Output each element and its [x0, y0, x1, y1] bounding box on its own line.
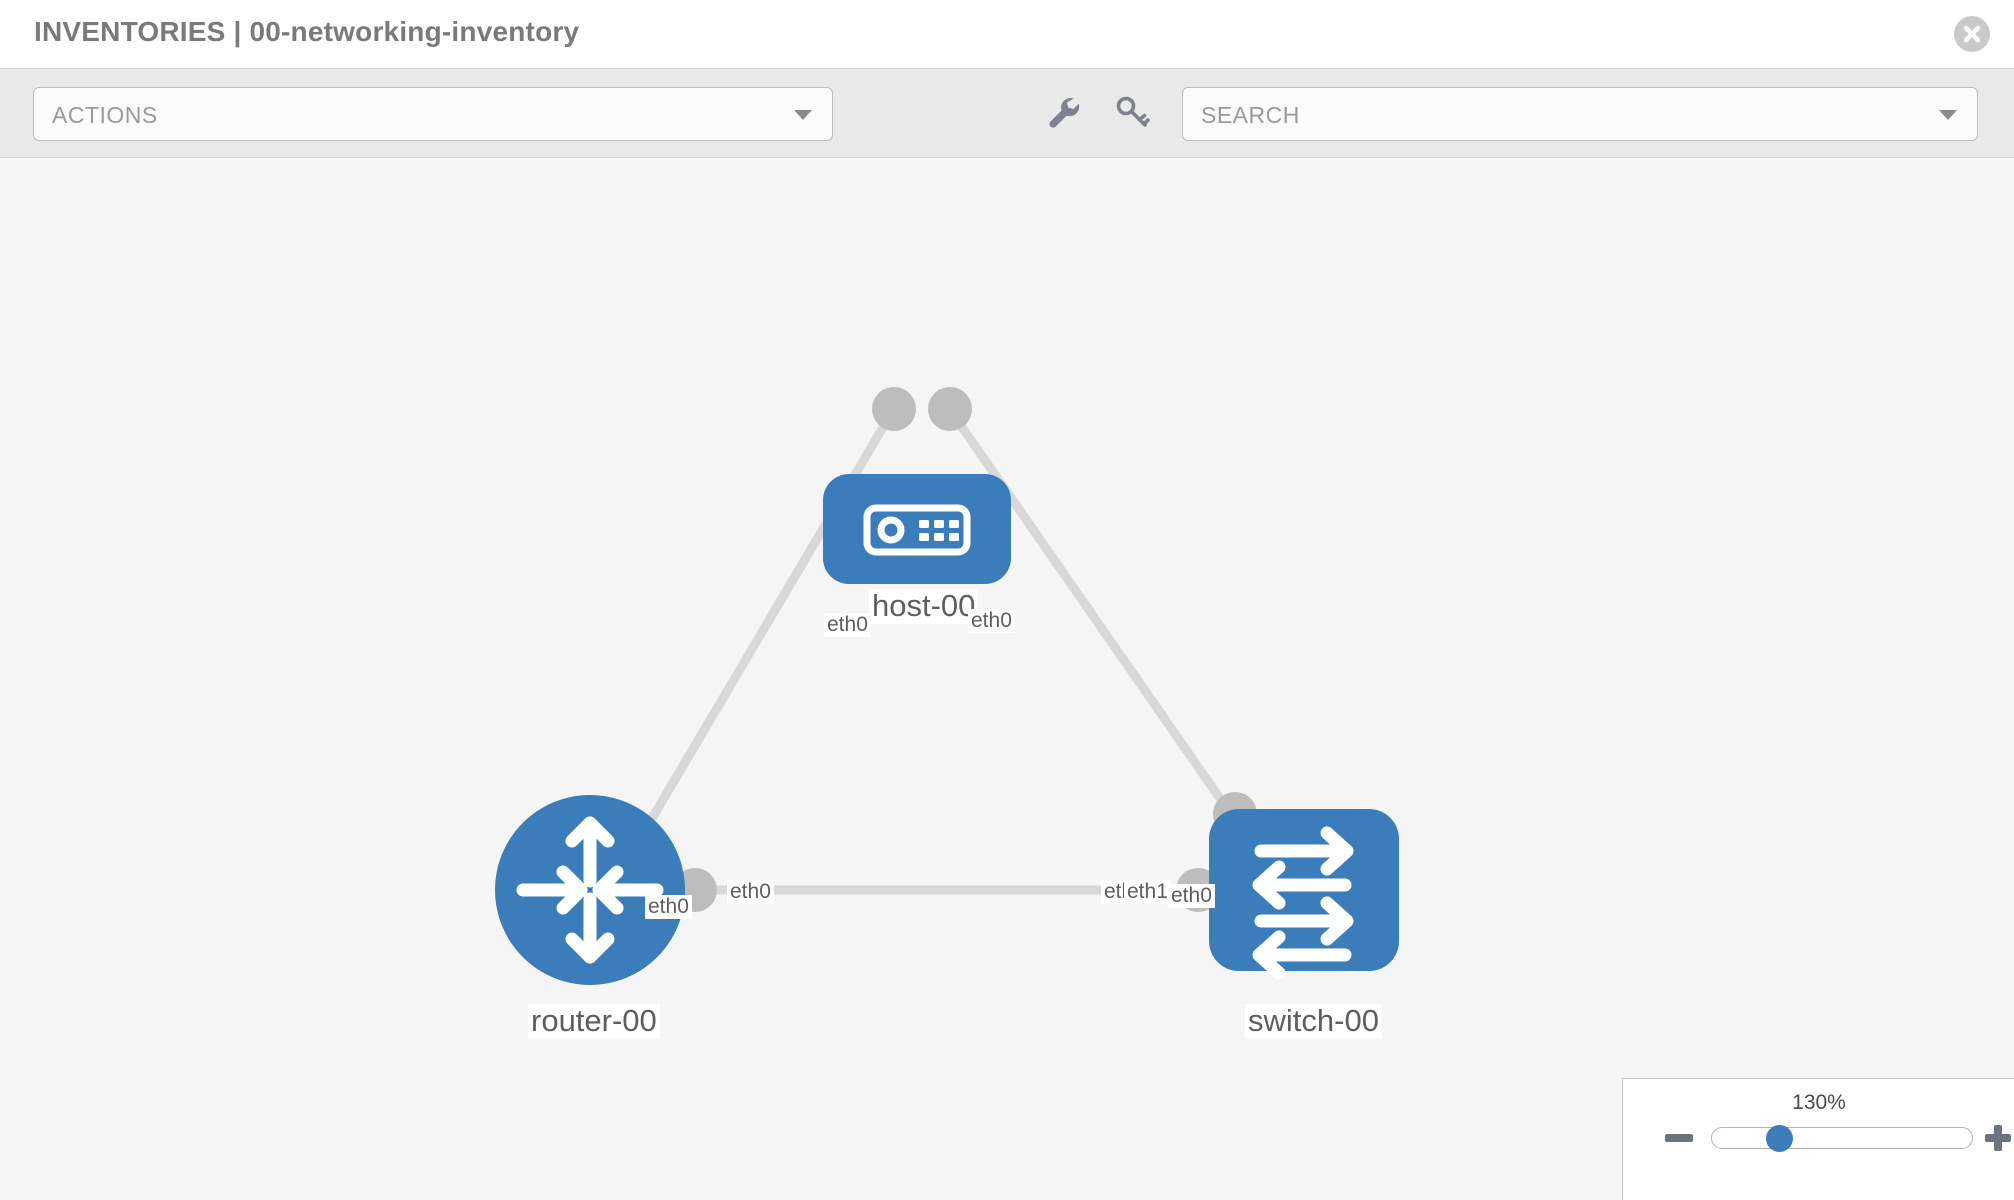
- switch-icon: [1252, 826, 1354, 980]
- iface-label-switch-up: eth0: [1168, 884, 1215, 909]
- zoom-slider-thumb[interactable]: [1766, 1125, 1793, 1152]
- wrench-icon: [1049, 98, 1080, 128]
- chevron-down-icon: [794, 110, 812, 120]
- iface-label-router-up: eth0: [645, 895, 692, 920]
- zoom-percent-label: 130%: [1792, 1091, 1846, 1114]
- close-icon: [1963, 25, 1981, 43]
- server-icon: [863, 504, 971, 556]
- node-host-00[interactable]: [823, 474, 1011, 584]
- actions-dropdown-label: ACTIONS: [52, 102, 158, 128]
- zoom-control-panel: 130%: [1622, 1078, 2014, 1200]
- key-button[interactable]: [1110, 91, 1154, 135]
- iface-label-host-left: eth0: [824, 613, 871, 638]
- search-placeholder: SEARCH: [1201, 102, 1300, 128]
- topology-graph: [495, 387, 1399, 985]
- connector-host-left: [872, 387, 916, 431]
- node-label-router-00: router-00: [528, 1004, 660, 1039]
- actions-dropdown[interactable]: ACTIONS: [33, 87, 833, 141]
- connector-host-right: [928, 387, 972, 431]
- iface-label-switch-left-b: eth1: [1124, 880, 1171, 905]
- node-label-switch-00: switch-00: [1245, 1004, 1382, 1039]
- node-router-00[interactable]: [495, 795, 685, 985]
- iface-label-host-right: eth0: [968, 609, 1015, 634]
- node-label-host-00: host-00: [869, 589, 979, 624]
- key-icon: [1116, 96, 1150, 127]
- search-input[interactable]: SEARCH: [1182, 87, 1978, 141]
- close-button[interactable]: [1954, 16, 1990, 52]
- zoom-out-button[interactable]: [1665, 1134, 1693, 1142]
- topology-canvas[interactable]: host-00 router-00 switch-00 eth0 eth0 et…: [0, 159, 2014, 1200]
- zoom-in-button[interactable]: [1985, 1125, 2011, 1151]
- chevron-down-icon[interactable]: [1939, 110, 1957, 120]
- router-icon: [516, 816, 664, 964]
- iface-label-router-right: eth0: [727, 880, 774, 905]
- toolbar: ACTIONS SEARCH: [0, 68, 2014, 158]
- page-title: INVENTORIES | 00-networking-inventory: [34, 16, 580, 47]
- window-header: INVENTORIES | 00-networking-inventory: [0, 0, 2014, 68]
- topology-connectors: [673, 387, 1257, 912]
- node-switch-00[interactable]: [1209, 809, 1399, 980]
- wrench-button[interactable]: [1042, 91, 1086, 135]
- zoom-slider-track[interactable]: [1711, 1127, 1973, 1149]
